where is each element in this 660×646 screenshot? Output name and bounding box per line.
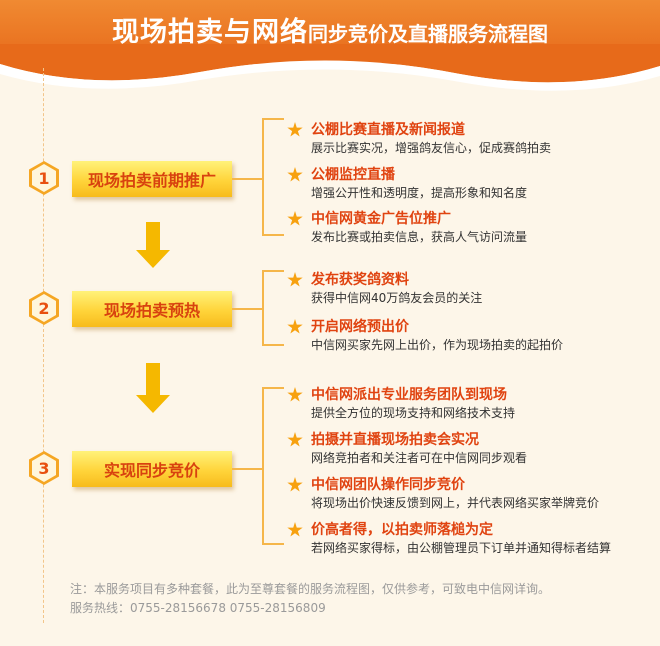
- arrow-down-icon: [136, 222, 170, 268]
- item-title: 中信网黄金广告位推广: [311, 211, 451, 227]
- item-desc: 增强公开性和透明度，提高形象和知名度: [311, 186, 528, 200]
- item-title: 拍摄并直播现场拍卖会实况: [311, 432, 479, 448]
- item-desc: 展示比赛实况，增强鸽友信心，促成赛鸽拍卖: [311, 141, 552, 155]
- stage-box: 现场拍卖前期推广: [72, 161, 232, 197]
- stage-number: 2: [32, 294, 56, 322]
- arrow-down-icon: [136, 363, 170, 413]
- left-guide-line: [43, 68, 44, 623]
- stage-number: 1: [32, 164, 56, 192]
- stage-connector: [232, 468, 262, 470]
- footer-hotline: 服务热线：0755-28156678 0755-28156809: [70, 601, 326, 615]
- title-main: 现场拍卖与网络: [112, 17, 308, 48]
- footer-note-text: 注：本服务项目有多种套餐，此为至尊套餐的服务流程图，仅供参考，可致电中信网详询。: [70, 582, 551, 596]
- item-desc: 发布比赛或拍卖信息，获高人气访问流量: [311, 230, 528, 244]
- header-wave: [0, 44, 660, 91]
- item-desc: 将现场出价快速反馈到网上，并代表网络买家举牌竞价: [311, 496, 600, 510]
- item-desc: 网络竞拍者和关注者可在中信网同步观看: [311, 451, 528, 465]
- stage-box: 实现同步竞价: [72, 451, 232, 487]
- footer-note: 注：本服务项目有多种套餐，此为至尊套餐的服务流程图，仅供参考，可致电中信网详询。…: [70, 580, 550, 618]
- star-icon: [287, 211, 303, 226]
- item-title: 发布获奖鸽资料: [311, 272, 409, 288]
- star-icon: [287, 387, 303, 402]
- item-title: 开启网络预出价: [311, 319, 409, 335]
- item-desc: 提供全方位的现场支持和网络技术支持: [311, 406, 516, 420]
- stage-connector: [232, 308, 262, 310]
- page-title: 现场拍卖与网络同步竞价及直播服务流程图: [0, 10, 660, 49]
- stage-box: 现场拍卖预热: [72, 291, 232, 327]
- item-title: 中信网团队操作同步竞价: [311, 477, 465, 493]
- item-title: 价高者得，以拍卖师落槌为定: [311, 522, 493, 538]
- item-desc: 若网络买家得标，由公棚管理员下订单并通知得标者结算: [311, 541, 612, 555]
- star-icon: [287, 167, 303, 182]
- hexagon-icon: 1: [29, 161, 59, 195]
- star-icon: [287, 272, 303, 287]
- stage-number: 3: [32, 454, 56, 482]
- title-sub: 同步竞价及直播服务流程图: [308, 22, 548, 46]
- item-title: 中信网派出专业服务团队到现场: [311, 387, 507, 403]
- hexagon-icon: 2: [29, 291, 59, 325]
- item-desc: 获得中信网40万鸽友会员的关注: [311, 291, 483, 305]
- star-icon: [287, 477, 303, 492]
- star-icon: [287, 522, 303, 537]
- star-icon: [287, 432, 303, 447]
- hexagon-icon: 3: [29, 451, 59, 485]
- stage-connector: [232, 178, 262, 180]
- star-icon: [287, 319, 303, 334]
- item-title: 公棚监控直播: [311, 167, 395, 183]
- item-title: 公棚比赛直播及新闻报道: [311, 122, 465, 138]
- item-desc: 中信网买家先网上出价，作为现场拍卖的起拍价: [311, 338, 564, 352]
- star-icon: [287, 122, 303, 137]
